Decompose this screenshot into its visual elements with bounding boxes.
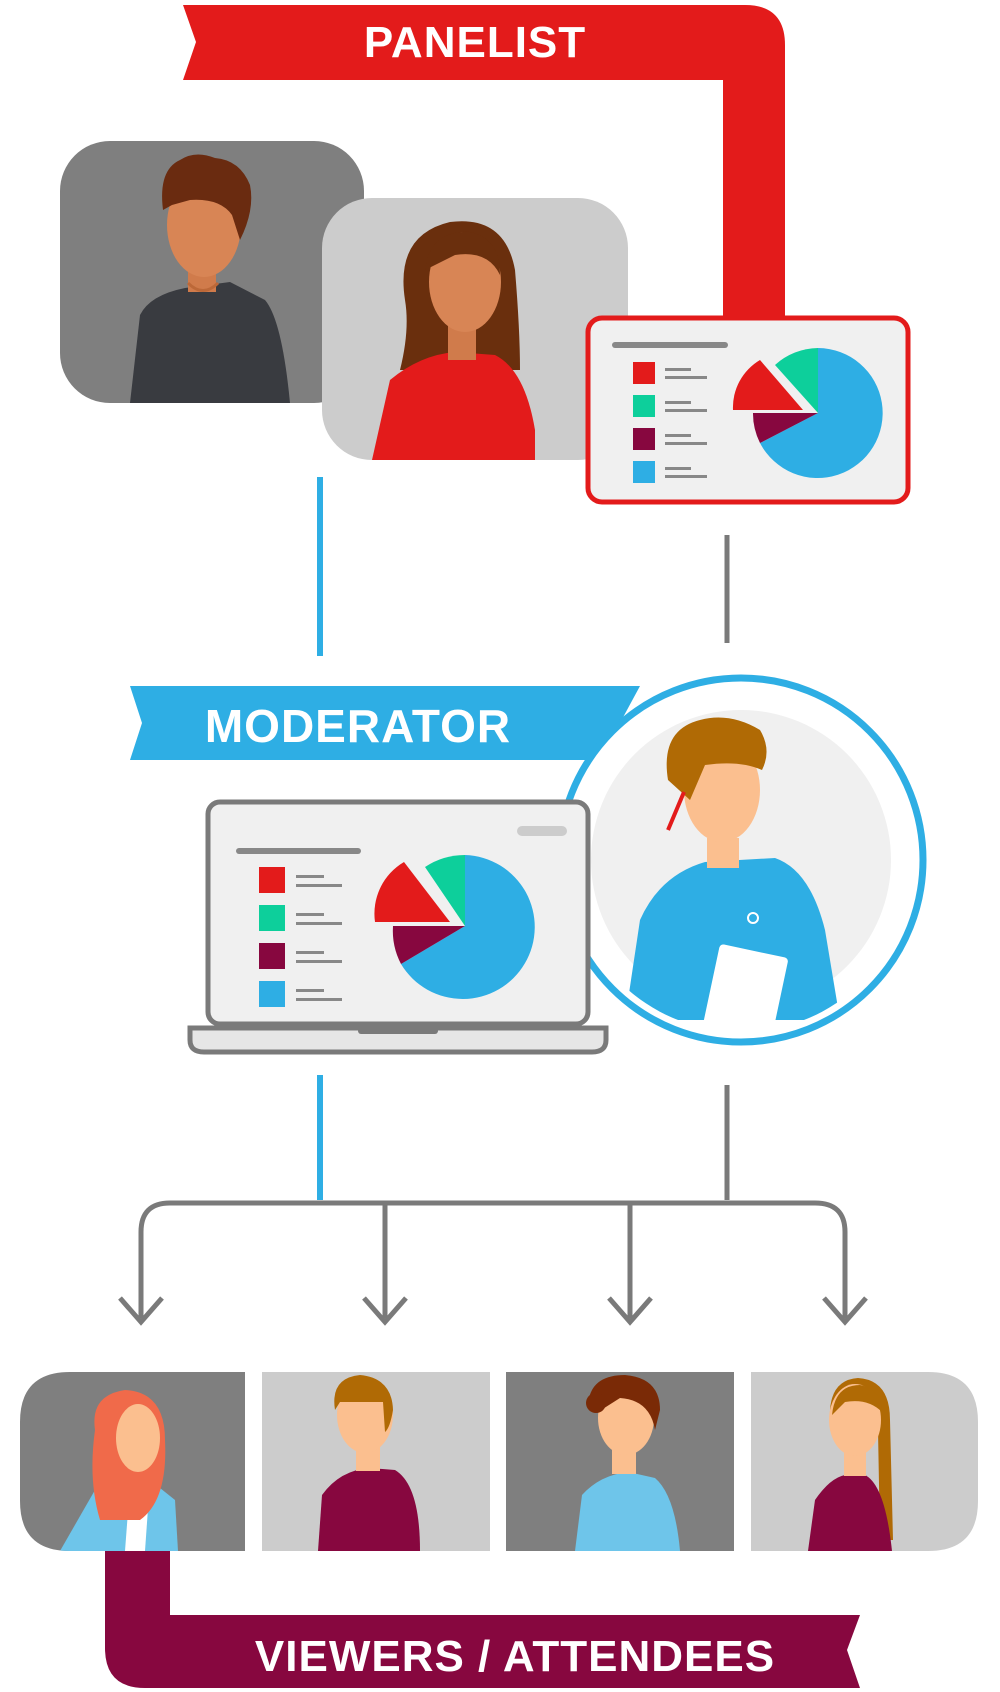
panelist-man-avatar <box>60 141 364 403</box>
panelist-woman-avatar <box>322 198 628 460</box>
viewers-label: VIEWERS / ATTENDEES <box>255 1632 775 1681</box>
panelist-label: PANELIST <box>364 18 586 67</box>
viewer-avatar <box>20 1372 245 1551</box>
pie-chart-icon <box>374 854 535 999</box>
moderator-label: MODERATOR <box>205 700 511 752</box>
viewer-avatar <box>751 1372 978 1551</box>
arrow-down-icon <box>118 1296 164 1326</box>
moderator-banner: MODERATOR <box>130 686 640 760</box>
laptop-icon <box>187 799 609 1055</box>
pie-chart-icon <box>732 348 883 478</box>
arrow-down-icon <box>362 1296 408 1326</box>
arrow-down-icon <box>822 1296 868 1326</box>
arrow-down-icon <box>607 1296 653 1326</box>
panelist-screen <box>585 315 911 505</box>
viewers-banner: VIEWERS / ATTENDEES <box>105 1540 860 1688</box>
panelist-banner: PANELIST <box>183 5 785 345</box>
distribution-line <box>138 1200 848 1290</box>
viewer-avatar <box>262 1372 490 1551</box>
moderator-avatar <box>555 674 927 1046</box>
viewer-avatar <box>506 1372 734 1551</box>
